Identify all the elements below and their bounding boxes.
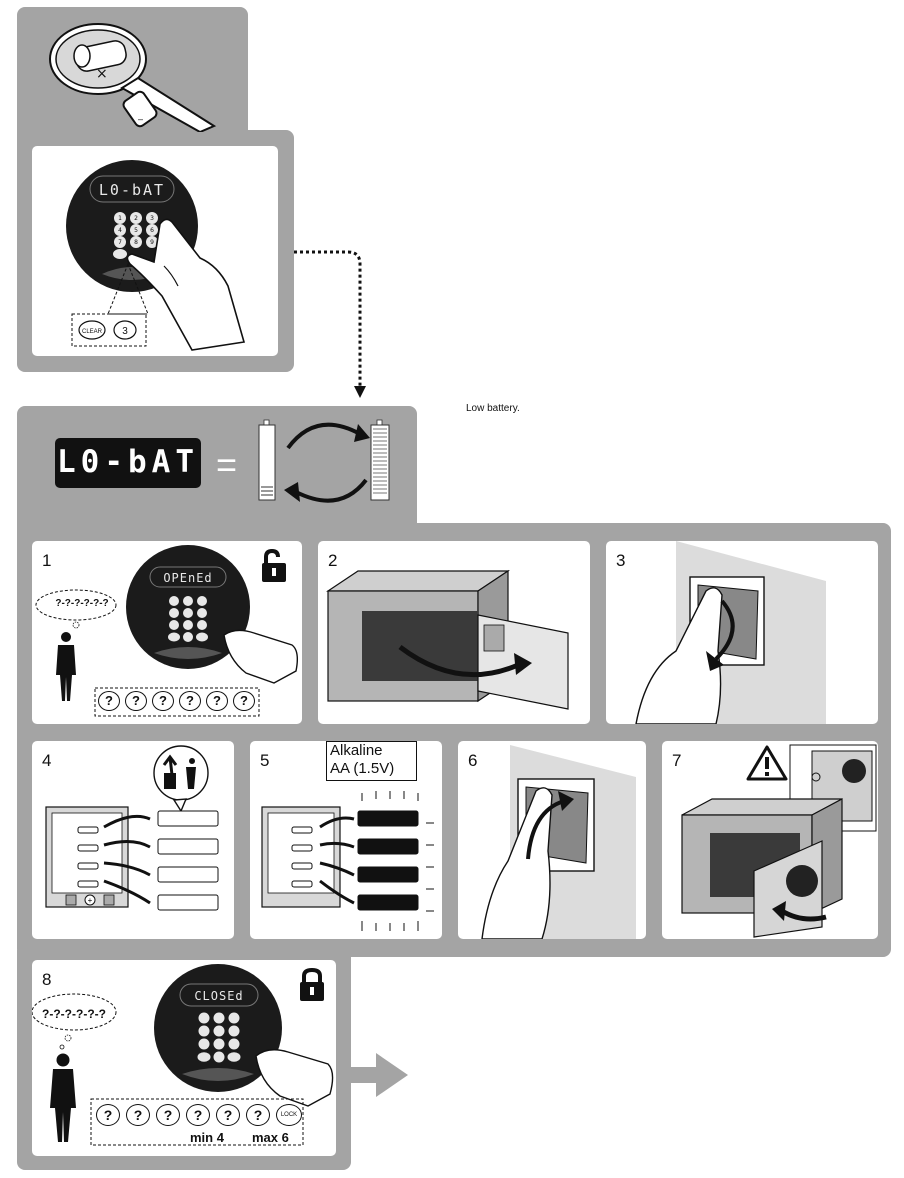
svg-text:–: – [138,114,143,124]
dotted-connector-arrow [294,250,366,398]
code-slot: ? [206,691,228,711]
code-slot: ? [246,1104,270,1126]
lobat-display-box [55,438,201,488]
step-number: 5 [260,751,270,770]
code-slots: ? ? ? ? ? ? [98,691,255,711]
svg-text:5: 5 [134,227,138,234]
code-slot: ? [96,1104,120,1126]
battery-removal-illustration: + [45,806,219,911]
svg-text:8: 8 [134,239,138,246]
svg-text:+: + [88,896,93,905]
svg-text:3: 3 [150,215,154,222]
close-battery-cover-illustration [481,745,636,939]
arrow-right-icon [346,1053,408,1097]
code-slot: ? [216,1104,240,1126]
step-4-card: 4 + [32,741,234,939]
step-number: 7 [672,751,682,770]
code-slots: ? ? ? ? ? ? LOCK [96,1104,302,1126]
svg-text:CLOSEd: CLOSEd [194,989,243,1003]
svg-text:9: 9 [150,239,154,246]
closed-padlock-icon [300,968,324,1001]
step-7-card: 7 [662,741,878,939]
battery-type-label: Alkaline AA (1.5V) [326,741,417,781]
svg-text:CLEAR: CLEAR [82,329,103,335]
svg-text:6: 6 [150,227,154,234]
open-battery-cover-illustration [635,541,826,724]
lobat-display-text: L0-bAT [57,444,199,480]
step-number: 1 [42,551,52,570]
min-digits-label: min 4 [190,1130,224,1145]
code-slot: ? [186,1104,210,1126]
code-slot: ? [126,1104,150,1126]
step-5-card: 5 Alkaline AA (1.5V) [250,741,442,939]
battery-label-line1: Alkaline [330,742,383,759]
low-battery-caption: Low battery. [466,403,520,414]
open-padlock-icon [262,549,286,582]
code-slot: ? [152,691,174,711]
step-1-card: 1 ?-?-?-?-?-? OPEnEd ? ? ? ? ? ? [32,541,302,724]
thought-code: ?-?-?-?-?-? [55,598,109,609]
step-3-card: 3 [606,541,878,724]
code-slot: ? [125,691,147,711]
svg-text:3: 3 [122,326,128,337]
svg-text:7: 7 [118,239,122,246]
svg-text:OPEnEd: OPEnEd [163,571,212,585]
keypad-closed-illustration: CLOSEd [154,964,334,1107]
code-slot: ? [179,691,201,711]
step-number: 4 [42,751,52,770]
code-slot: ? [233,691,255,711]
code-slot: ? [156,1104,180,1126]
warning-icon [746,745,788,781]
svg-text:4: 4 [118,227,122,234]
code-slots-frame [94,687,260,717]
step-2-card: 2 [318,541,590,724]
intro-card: L0-bAT 1 2 3 4 5 6 7 8 9 CLEAR 3 [32,146,278,356]
svg-text:L0-bAT: L0-bAT [99,181,165,199]
step-8-card: 8 ?-?-?-?-?-? CLOSEd ? ? ? ? ? ? [32,960,336,1156]
step-number: 2 [328,551,338,570]
keypad-opened-illustration: OPEnEd [126,545,299,684]
step-number: 3 [616,551,626,570]
lock-key: LOCK [276,1104,302,1126]
thought-code: ?-?-?-?-?-? [42,1007,106,1021]
step-6-card: 6 [458,741,646,939]
svg-text:1: 1 [118,215,122,222]
battery-label-line2: AA (1.5V) [330,760,395,777]
open-safe-illustration [326,569,569,710]
step-number: 8 [42,970,52,989]
thought-bubble [32,993,117,1050]
keypad-lobat-illustration: L0-bAT 1 2 3 4 5 6 7 8 9 CLEAR 3 [66,160,246,351]
code-slots-frame [90,1098,304,1146]
step-number: 6 [468,751,478,770]
recycle-icon [153,745,209,811]
magnifier-battery-icon: × – [49,23,217,132]
person-icon [56,632,76,701]
code-slot: ? [98,691,120,711]
svg-text:×: × [96,66,108,82]
svg-text:2: 2 [134,215,138,222]
thought-bubble [35,589,117,629]
person-icon [50,1053,76,1142]
battery-insert-illustration [261,791,434,931]
equals-sign: = [216,444,238,485]
battery-swap-diagram [258,419,390,503]
max-digits-label: max 6 [252,1130,289,1145]
close-safe-door-illustration [681,744,877,938]
